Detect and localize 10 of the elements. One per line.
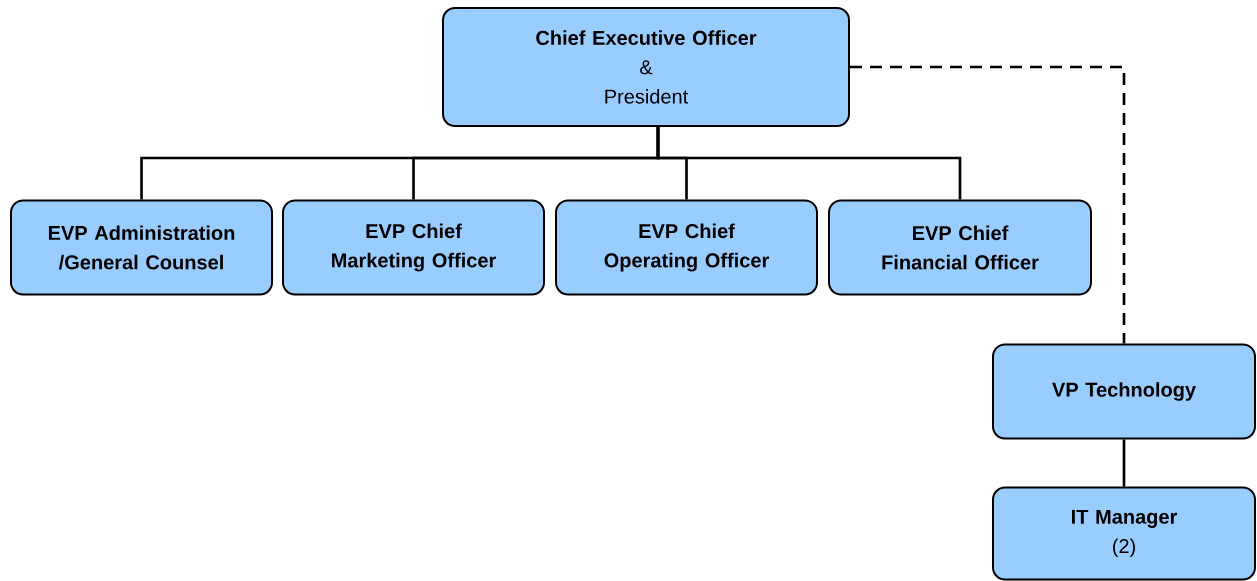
org-box: Chief Executive Officer & President: [442, 7, 850, 127]
connector-line: [850, 65, 1126, 344]
org-box: EVP Chief Operating Officer: [555, 199, 818, 296]
connector-line: [656, 127, 962, 200]
connector-line: [1122, 439, 1126, 487]
org-box: EVP Chief Marketing Officer: [282, 199, 545, 296]
org-box: EVP Chief Financial Officer: [828, 199, 1092, 296]
org-box: VP Technology: [992, 343, 1256, 440]
org-box: EVP Administration /General Counsel: [10, 199, 273, 296]
org-box: IT Manager (2): [992, 486, 1256, 581]
